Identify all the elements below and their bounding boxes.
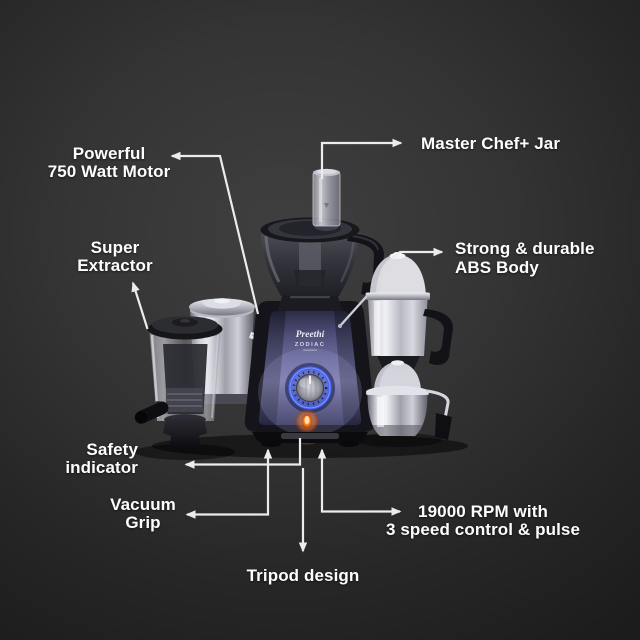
wire-handle [425,389,450,431]
callout-line-master-chef-jar [320,138,403,179]
callout-line-vacuum-grip [185,448,273,519]
callout-line-abs-body [391,247,444,260]
brand-name: Preethi [296,330,325,340]
callout-label-tripod-design: Tripod design [246,566,360,585]
callout-line-super-extractor [131,281,149,330]
callout-label-vacuum-grip: Vacuum Grip [110,495,176,532]
frosted-jar-handle [423,309,453,365]
super-extractor-jar [134,316,223,449]
speed-control-knob [283,361,337,415]
mixer-base: Preethi ZODIAC [244,301,376,447]
callout-line-speed-control [317,448,402,516]
callout-label-master-chef-jar: Master Chef+ Jar [421,134,561,153]
callout-lines [131,138,444,553]
extractor-spout [134,401,169,424]
callout-line-motor [170,151,260,315]
callout-label-safety-indicator: Safety indicator [65,440,138,477]
brand-logo: Preethi ZODIAC [295,330,326,351]
wire-handle [338,295,368,328]
chutney-jar [366,360,452,440]
feed-tube-pusher [312,168,341,227]
model-name: ZODIAC [295,342,326,348]
frosted-jar [338,252,453,369]
callout-label-speed-control: 19000 RPM with 3 speed control & pulse [385,502,581,539]
callout-label-motor: Powerful 750 Watt Motor [47,144,171,181]
master-chef-jar [260,168,384,311]
base-foot [252,432,368,447]
callout-label-abs-body: Strong & durable ABS Body [455,239,595,277]
callout-label-super-extractor: Super Extractor [77,238,153,275]
